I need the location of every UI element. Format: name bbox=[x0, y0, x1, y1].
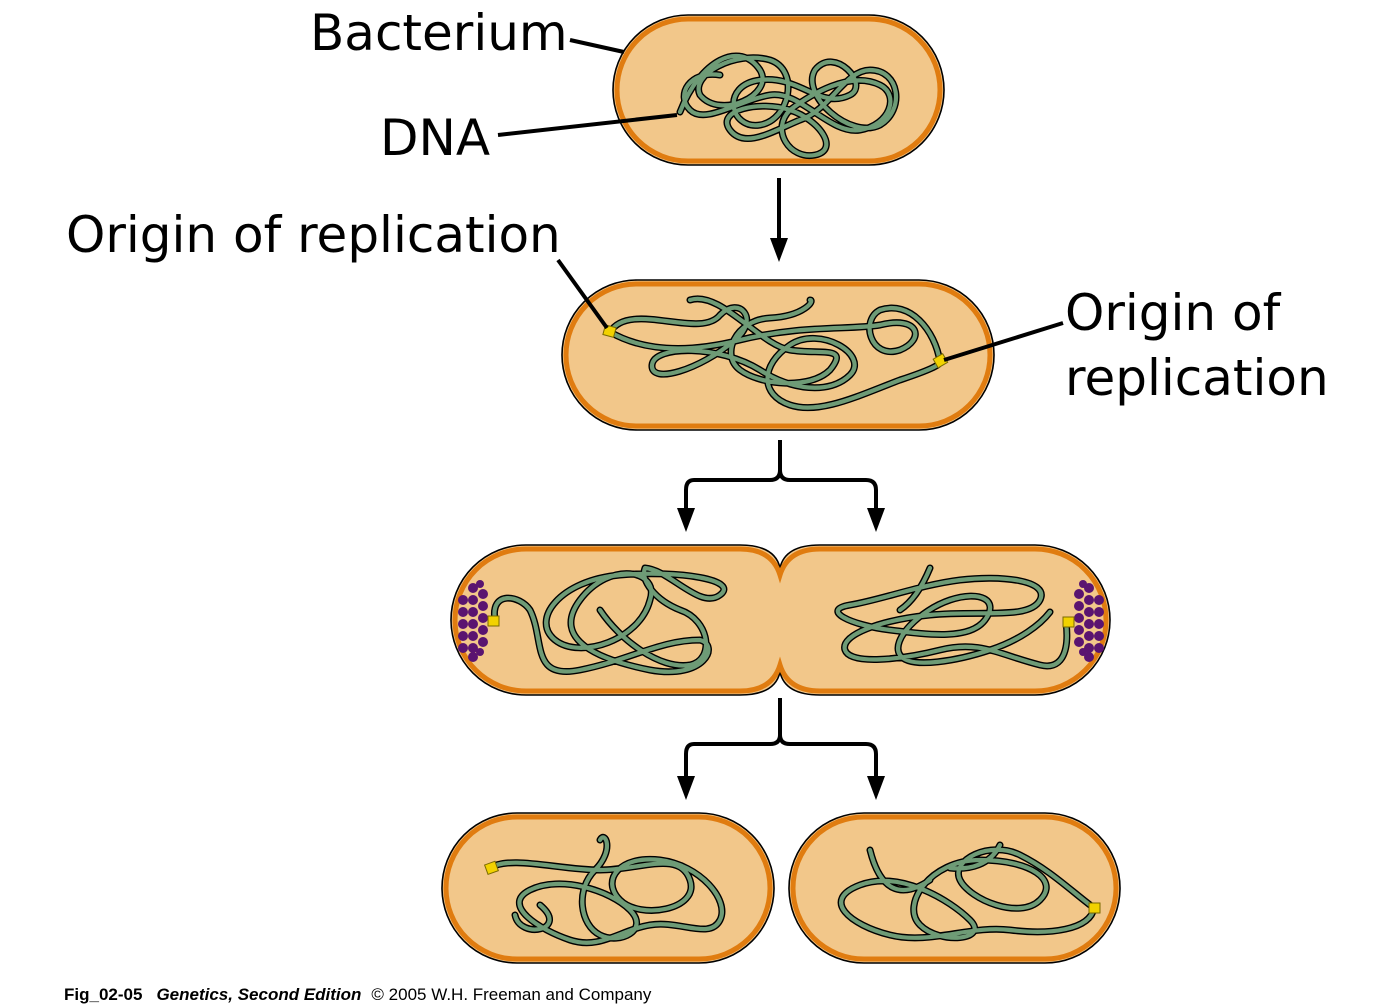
label-origin-right-line1: Origin of bbox=[1065, 284, 1282, 342]
cell-wall bbox=[452, 546, 1109, 694]
origin-marker-right bbox=[1062, 616, 1075, 628]
arrow-down-1 bbox=[770, 178, 788, 262]
cell-wall bbox=[443, 814, 773, 962]
origin-marker bbox=[483, 860, 499, 876]
leader-bacterium bbox=[569, 38, 625, 54]
dna-strand bbox=[486, 834, 726, 947]
leader-origin-top bbox=[556, 258, 609, 330]
cell-wall bbox=[563, 281, 993, 429]
label-dna: DNA bbox=[380, 109, 490, 167]
protein-cluster-right bbox=[1074, 580, 1104, 662]
replicating-cell bbox=[561, 279, 995, 431]
dna-strand bbox=[837, 841, 1098, 942]
cell-wall bbox=[790, 814, 1119, 962]
label-origin-right-line2: replication bbox=[1065, 349, 1329, 407]
figure-caption: Fig_02-05 Genetics, Second Edition © 200… bbox=[64, 985, 652, 1004]
origin-marker-left bbox=[487, 615, 500, 627]
leader-dna bbox=[497, 113, 678, 137]
label-bacterium: Bacterium bbox=[310, 4, 568, 62]
origin-marker bbox=[1088, 902, 1101, 914]
split-arrow-1 bbox=[677, 440, 885, 532]
leader-origin-right bbox=[943, 321, 1064, 362]
caption-figure-id: Fig_02-05 bbox=[64, 985, 142, 1004]
dna-strand bbox=[606, 295, 944, 412]
dna-strand-right bbox=[834, 564, 1071, 670]
dividing-cell bbox=[450, 544, 1111, 696]
caption-copyright: © 2005 W.H. Freeman and Company bbox=[371, 985, 651, 1004]
daughter-cell-left bbox=[441, 812, 775, 964]
dna-strand-left bbox=[491, 564, 728, 676]
split-arrow-2 bbox=[677, 698, 885, 800]
daughter-cell-right bbox=[788, 812, 1121, 964]
label-origin-top: Origin of replication bbox=[66, 206, 561, 264]
protein-cluster-left bbox=[458, 580, 488, 662]
caption-book-title: Genetics, Second Edition bbox=[156, 985, 361, 1004]
dna-strand bbox=[676, 52, 900, 159]
bacterium-cell bbox=[612, 14, 945, 166]
cell-wall bbox=[614, 16, 943, 164]
